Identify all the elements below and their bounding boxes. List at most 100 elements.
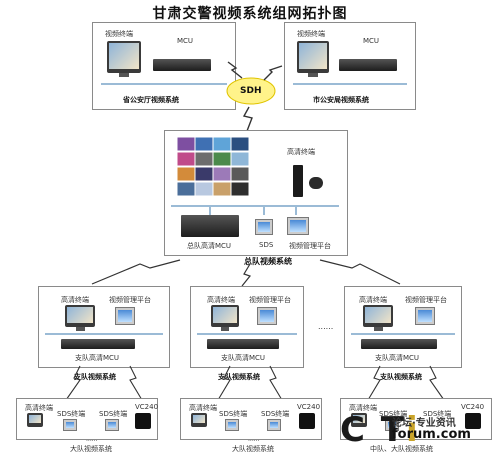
link-hq-to-branches <box>91 259 401 287</box>
brigade1-sds2-label: SDS终端 <box>99 410 128 418</box>
branch2-hd-terminal-label: 高清终端 <box>207 296 235 304</box>
cti-forum-watermark: C Ti <box>340 410 420 450</box>
branch1-platform-label: 视频管理平台 <box>109 296 151 304</box>
branch2-mcu-icon <box>207 339 279 349</box>
brigade-system-box-3: 高清终端 SDS终端 SDS终端 VC240 <box>340 398 492 440</box>
provincial-terminal-label: 视频终端 <box>105 30 133 38</box>
brigade1-sds-icon <box>63 419 77 431</box>
hq-hd-terminal-label: 高清终端 <box>287 148 315 156</box>
branch2-hd-terminal-icon <box>211 305 239 331</box>
provincial-network-line <box>101 83 227 85</box>
brigade2-ellipsis: ...... <box>248 436 260 443</box>
provincial-system-box: 视频终端 MCU 省公安厅视频系统 <box>92 22 236 110</box>
brigade3-sds-label: SDS终端 <box>379 410 408 418</box>
branch-system-box-1: 高清终端 视频管理平台 支队高清MCU <box>38 286 170 368</box>
hq-mcu-icon <box>181 215 239 237</box>
watermark-subtitle: 论坛·专业资讯 <box>392 418 456 429</box>
provincial-mcu-icon <box>153 59 211 71</box>
hq-hd-terminal-icon <box>293 165 303 197</box>
branch3-caption: 支队视频系统 <box>380 373 422 381</box>
hq-platform-label: 视频管理平台 <box>289 242 331 250</box>
brigade2-sds2-label: SDS终端 <box>261 410 290 418</box>
brigade-system-box-1: 高清终端 SDS终端 SDS终端 VC240 <box>16 398 158 440</box>
brigade3-caption: 中队、大队视频系统 <box>370 445 433 453</box>
headquarters-caption: 总队视频系统 <box>244 257 292 266</box>
link-bolt-left <box>227 61 243 79</box>
branch1-mcu-label: 支队高清MCU <box>75 354 120 362</box>
sdh-label: SDH <box>240 86 262 96</box>
branch1-hd-terminal-icon <box>65 305 95 331</box>
brigade1-hd-terminal-icon <box>27 413 43 427</box>
brigade3-hd-terminal-icon <box>351 413 367 427</box>
branch2-platform-label: 视频管理平台 <box>249 296 291 304</box>
brigade3-hd-terminal-label: 高清终端 <box>349 404 377 412</box>
brigade1-hd-terminal-label: 高清终端 <box>25 404 53 412</box>
brigade2-sds-icon <box>225 419 239 431</box>
headquarters-system-box: 高清终端 总队高清MCU SDS 视频管理平台 <box>164 130 348 256</box>
hq-network-line <box>171 205 339 207</box>
brigade-system-box-2: 高清终端 SDS终端 SDS终端 VC240 <box>180 398 322 440</box>
link-bolt-right <box>263 65 283 81</box>
branch1-network-line <box>45 333 163 335</box>
branch3-hd-terminal-label: 高清终端 <box>359 296 387 304</box>
diagram-title: 甘肃交警视频系统组网拓扑图 <box>152 6 348 22</box>
sdh-cloud <box>226 77 276 105</box>
video-wall-icon <box>177 137 250 197</box>
hq-drop-platform <box>295 205 297 215</box>
branch-system-box-3: 高清终端 视频管理平台 支队高清MCU <box>344 286 462 368</box>
hq-platform-icon <box>287 217 309 235</box>
branch1-hd-terminal-label: 高清终端 <box>61 296 89 304</box>
city-network-line <box>293 83 407 85</box>
brigade2-hd-terminal-icon <box>191 413 207 427</box>
hq-drop-sds <box>263 205 265 215</box>
brigade3-vc-label: VC240 <box>461 403 485 411</box>
branch3-hd-terminal-icon <box>363 305 393 331</box>
link-branches-to-brigades <box>65 365 445 401</box>
branch3-platform-label: 视频管理平台 <box>405 296 447 304</box>
brigade2-sds-label: SDS终端 <box>219 410 248 418</box>
branch3-network-line <box>351 333 455 335</box>
link-bolt-down <box>242 106 253 132</box>
brigade2-hd-terminal-label: 高清终端 <box>189 404 217 412</box>
branch2-mcu-label: 支队高清MCU <box>221 354 266 362</box>
branch2-platform-icon <box>257 307 277 325</box>
brigade1-caption: 大队视频系统 <box>70 445 112 453</box>
provincial-caption: 省公安厅视频系统 <box>123 96 179 104</box>
provincial-mcu-label: MCU <box>177 37 194 45</box>
city-mcu-label: MCU <box>363 37 380 45</box>
city-terminal-icon <box>297 41 329 77</box>
branch2-caption: 支队视频系统 <box>218 373 260 381</box>
hq-sds-icon <box>255 219 273 235</box>
brigade1-sds-label: SDS终端 <box>57 410 86 418</box>
brigade3-sds-icon <box>385 419 399 431</box>
brigade3-vc-icon <box>465 413 481 429</box>
branches-ellipsis: ...... <box>318 322 334 331</box>
branch3-platform-icon <box>415 307 435 325</box>
city-mcu-icon <box>339 59 397 71</box>
branch1-caption: 支队视频系统 <box>74 373 116 381</box>
hq-sds-label: SDS <box>259 241 274 249</box>
brigade1-ellipsis: ...... <box>86 436 98 443</box>
provincial-terminal-icon <box>107 41 141 77</box>
brigade2-vc-label: VC240 <box>297 403 321 411</box>
brigade2-sds2-icon <box>267 419 281 431</box>
brigade1-vc-icon <box>135 413 151 429</box>
brigade1-sds2-icon <box>105 419 119 431</box>
branch-system-box-2: 高清终端 视频管理平台 支队高清MCU <box>190 286 304 368</box>
city-caption: 市公安局视频系统 <box>313 96 369 104</box>
watermark-url: forum.com <box>392 427 471 442</box>
city-terminal-label: 视频终端 <box>297 30 325 38</box>
brigade2-vc-icon <box>299 413 315 429</box>
branch1-mcu-icon <box>61 339 135 349</box>
hq-mcu-label: 总队高清MCU <box>187 242 232 250</box>
branch2-network-line <box>197 333 297 335</box>
city-system-box: 视频终端 MCU 市公安局视频系统 <box>284 22 416 110</box>
brigade3-sds2-label: SDS终端 <box>423 410 452 418</box>
hq-drop-mcu <box>209 205 211 215</box>
hq-camera-icon <box>309 177 323 189</box>
brigade1-vc-label: VC240 <box>135 403 159 411</box>
branch3-mcu-label: 支队高清MCU <box>375 354 420 362</box>
branch1-platform-icon <box>115 307 135 325</box>
branch3-mcu-icon <box>361 339 437 349</box>
brigade2-caption: 大队视频系统 <box>232 445 274 453</box>
